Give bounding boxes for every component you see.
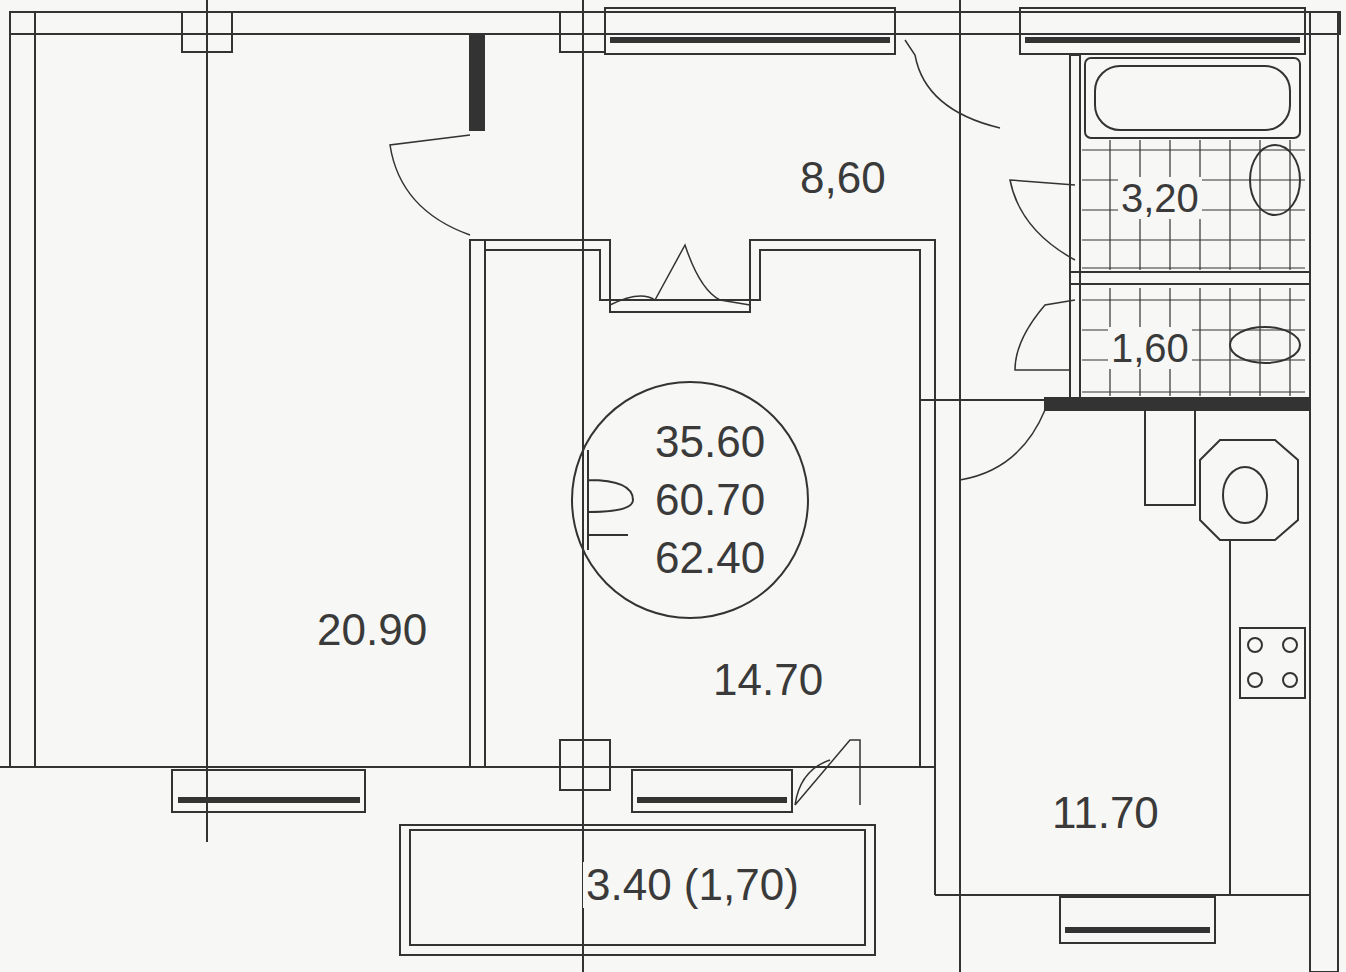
room-area: 11.70 [1049, 790, 1162, 836]
area-total: 35.60 [655, 413, 765, 471]
sink [1250, 145, 1300, 215]
room-area: 8,60 [797, 155, 889, 201]
column [182, 12, 232, 52]
wall [935, 894, 1310, 896]
wall [1070, 55, 1080, 410]
wall [485, 250, 920, 767]
area-total: 62.40 [655, 529, 765, 587]
wall [1045, 398, 1310, 410]
area-total: 60.70 [655, 471, 765, 529]
wall [470, 240, 485, 767]
outer-wall [0, 766, 935, 768]
door [390, 40, 1075, 805]
outer-wall [1310, 12, 1338, 972]
bathtub [1085, 58, 1300, 138]
room-area: 14.70 [710, 657, 826, 703]
wall [470, 35, 484, 130]
tile-grid [1082, 140, 1305, 396]
column [560, 12, 605, 52]
outer-wall [10, 12, 35, 767]
kitchen-sink [1200, 440, 1298, 540]
room-area: 3,20 [1118, 177, 1202, 219]
axis-line [206, 0, 208, 842]
balcony [400, 825, 875, 955]
outer-wall [10, 12, 1340, 34]
axis-line [959, 0, 961, 972]
column [560, 740, 610, 790]
window [172, 8, 1305, 943]
kitchen-counter [1229, 540, 1231, 895]
stove [1240, 628, 1305, 698]
wall [470, 240, 935, 895]
area-summary-circle: 35.6060.7062.40 [570, 380, 810, 620]
room-area: 20.90 [314, 607, 430, 653]
balcony-area: 3.40 (1,70) [583, 862, 802, 908]
wall [1070, 272, 1310, 284]
kitchen-sink [1223, 467, 1267, 523]
axis-line [582, 0, 584, 972]
balcony [410, 830, 865, 945]
bathtub [1095, 66, 1290, 130]
vent-shaft [1145, 410, 1195, 505]
room-area: 1,60 [1108, 327, 1192, 369]
toilet [1230, 327, 1300, 363]
